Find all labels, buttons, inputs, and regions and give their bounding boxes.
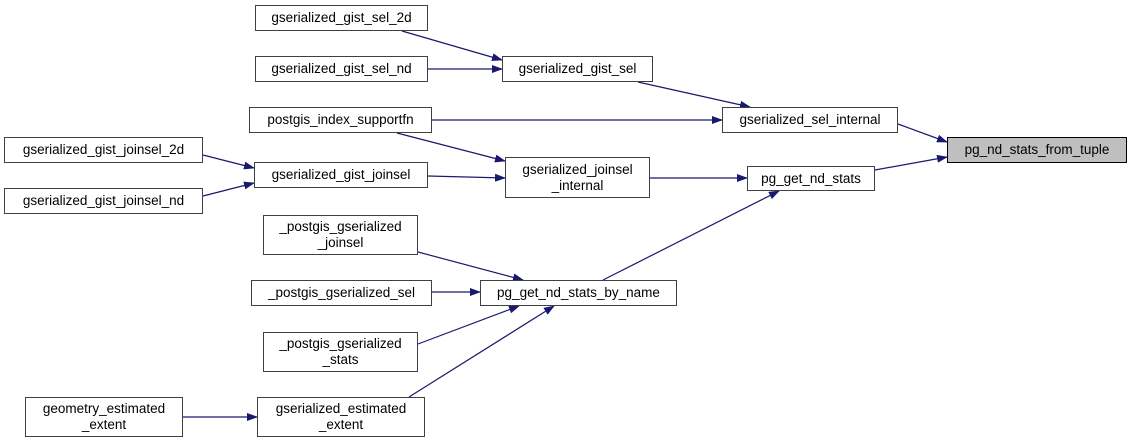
node-gserialized_gist_sel[interactable]: gserialized_gist_sel: [502, 56, 653, 82]
edge-gserialized_estimated_extent-to-pg_get_nd_stats_by_name: [408, 305, 555, 398]
edge-postgis_index_supportfn-to-gserialized_joinsel_internal: [396, 132, 506, 163]
node-gserialized_sel_internal[interactable]: gserialized_sel_internal: [722, 107, 898, 133]
node-geometry_estimated_extent[interactable]: geometry_estimated _extent: [25, 397, 183, 437]
edge-_postgis_gserialized_joinsel-to-pg_get_nd_stats_by_name: [417, 251, 524, 282]
edge-_postgis_gserialized_stats-to-pg_get_nd_stats_by_name: [417, 305, 520, 345]
node-gserialized_gist_sel_nd[interactable]: gserialized_gist_sel_nd: [255, 56, 428, 82]
edge-gserialized_gist_joinsel_2d-to-gserialized_gist_joinsel: [202, 154, 255, 170]
node-postgis_index_supportfn[interactable]: postgis_index_supportfn: [249, 107, 432, 133]
node-gserialized_gist_sel_2d[interactable]: gserialized_gist_sel_2d: [255, 5, 428, 31]
node-_postgis_gserialized_joinsel[interactable]: _postgis_gserialized _joinsel: [263, 215, 418, 255]
edge-gserialized_gist_sel-to-gserialized_sel_internal: [637, 81, 751, 109]
node-pg_get_nd_stats_by_name[interactable]: pg_get_nd_stats_by_name: [480, 280, 677, 306]
node-_postgis_gserialized_stats[interactable]: _postgis_gserialized _stats: [263, 332, 418, 372]
edge-gserialized_sel_internal-to-pg_nd_stats_from_tuple: [897, 123, 948, 143]
node-gserialized_joinsel_internal[interactable]: gserialized_joinsel _internal: [505, 157, 650, 198]
node-gserialized_gist_joinsel_nd[interactable]: gserialized_gist_joinsel_nd: [4, 188, 203, 214]
edge-pg_get_nd_stats_by_name-to-pg_get_nd_stats: [602, 190, 780, 281]
node-gserialized_gist_joinsel_2d[interactable]: gserialized_gist_joinsel_2d: [4, 137, 203, 163]
node-gserialized_estimated_extent[interactable]: gserialized_estimated _extent: [257, 397, 425, 437]
node-pg_nd_stats_from_tuple[interactable]: pg_nd_stats_from_tuple: [947, 137, 1127, 163]
edge-gserialized_gist_joinsel-to-gserialized_joinsel_internal: [427, 173, 506, 182]
edge-gserialized_gist_joinsel_nd-to-gserialized_gist_joinsel: [202, 181, 255, 197]
edge-pg_get_nd_stats-to-pg_nd_stats_from_tuple: [874, 154, 948, 171]
node-gserialized_gist_joinsel[interactable]: gserialized_gist_joinsel: [254, 162, 428, 188]
node-_postgis_gserialized_sel[interactable]: _postgis_gserialized_sel: [251, 280, 432, 306]
edge-gserialized_gist_sel_2d-to-gserialized_gist_sel: [401, 30, 503, 62]
node-pg_get_nd_stats[interactable]: pg_get_nd_stats: [747, 166, 875, 191]
